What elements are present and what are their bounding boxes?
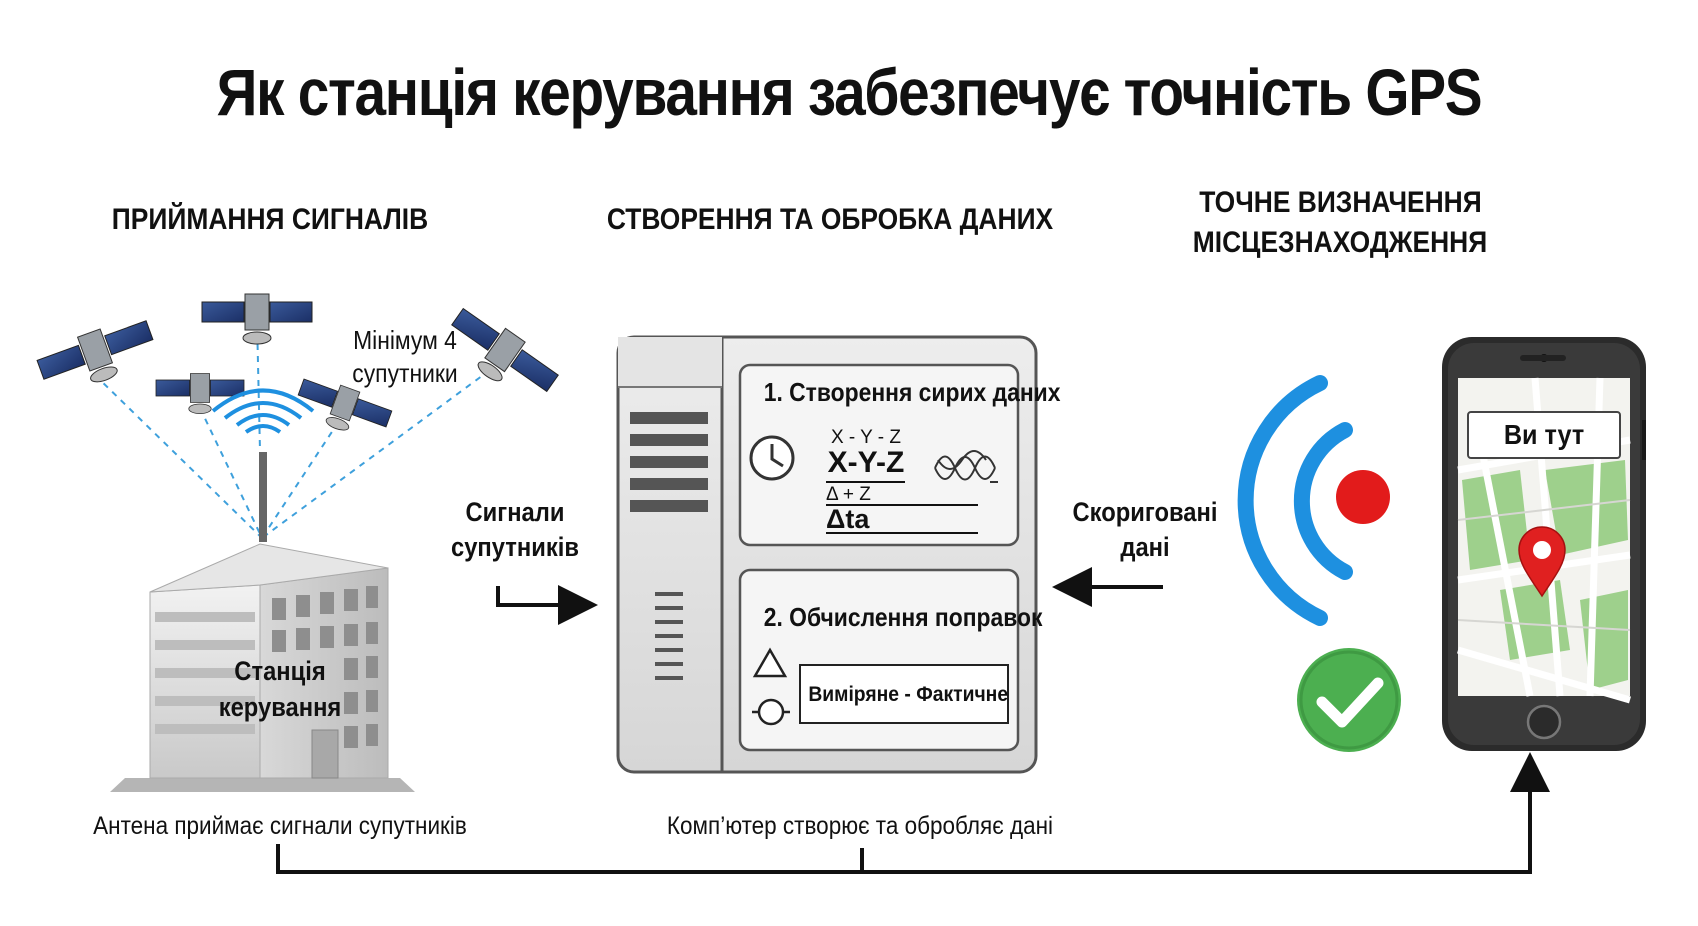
step1-big-delta: Δta [826, 504, 870, 534]
clock-icon [749, 435, 795, 481]
check-circle-icon [1297, 648, 1401, 752]
home-button [1526, 704, 1562, 740]
heading-reception: ПРИЙМАННЯ СИГНАЛІВ [111, 203, 429, 236]
signal-arrow [496, 585, 598, 625]
satellite-icon [155, 373, 245, 415]
satellite-icon [36, 320, 154, 383]
satellite-icon [451, 307, 559, 393]
map-label: Ви тут [1503, 419, 1585, 450]
satellites-note-line2: супутники [352, 358, 458, 388]
delta-triangle-icon [752, 647, 788, 678]
satellite-signals-label-line1: Сигнали [465, 497, 565, 527]
page-title: Як станція керування забезпечує точність… [216, 55, 1483, 129]
satellites-note-line1: Мінімум 4 [353, 325, 457, 355]
step2-title: 2. Обчислення поправок [763, 602, 1043, 632]
formula-box [799, 664, 1009, 724]
satellite-signals-label-line2: супутників [451, 532, 579, 562]
bottom-flow-arrow [276, 752, 1550, 874]
control-station-building [110, 388, 415, 792]
step1-small-delta: Δ + Z [826, 484, 871, 505]
step1-title: 1. Створення сирих даних [763, 377, 1061, 407]
step1-big-xyz: X-Y-Z [827, 446, 905, 479]
location-pin-icon [1518, 526, 1566, 598]
heading-location-line1: ТОЧНЕ ВИЗНАЧЕННЯ [1199, 186, 1482, 219]
reception-caption: Антена приймає сигнали супутників [93, 812, 467, 840]
smartphone [1442, 337, 1646, 751]
satellite-icon [297, 378, 393, 431]
station-label-line2: керування [218, 692, 342, 722]
waveform-icon [934, 450, 998, 483]
heading-processing: СТВОРЕННЯ ТА ОБРОБКА ДАНИХ [606, 203, 1054, 236]
signal-waves-icon [1237, 375, 1353, 626]
status-dot [1336, 470, 1390, 524]
corrected-data-label-line1: Скориговані [1072, 497, 1218, 527]
step1-small-xyz: X - Y - Z [830, 427, 902, 448]
station-label-line1: Станція [234, 656, 326, 686]
step2-formula: Виміряне - Фактичне [808, 683, 1009, 706]
corrected-data-label-line2: дані [1120, 532, 1170, 562]
heading-location-line2: МІСЦЕЗНАХОДЖЕННЯ [1192, 226, 1488, 259]
satellite-icon [201, 293, 313, 345]
processing-caption: Комп’ютер створює та обробляє дані [666, 812, 1054, 840]
circle-line-icon [752, 698, 790, 726]
